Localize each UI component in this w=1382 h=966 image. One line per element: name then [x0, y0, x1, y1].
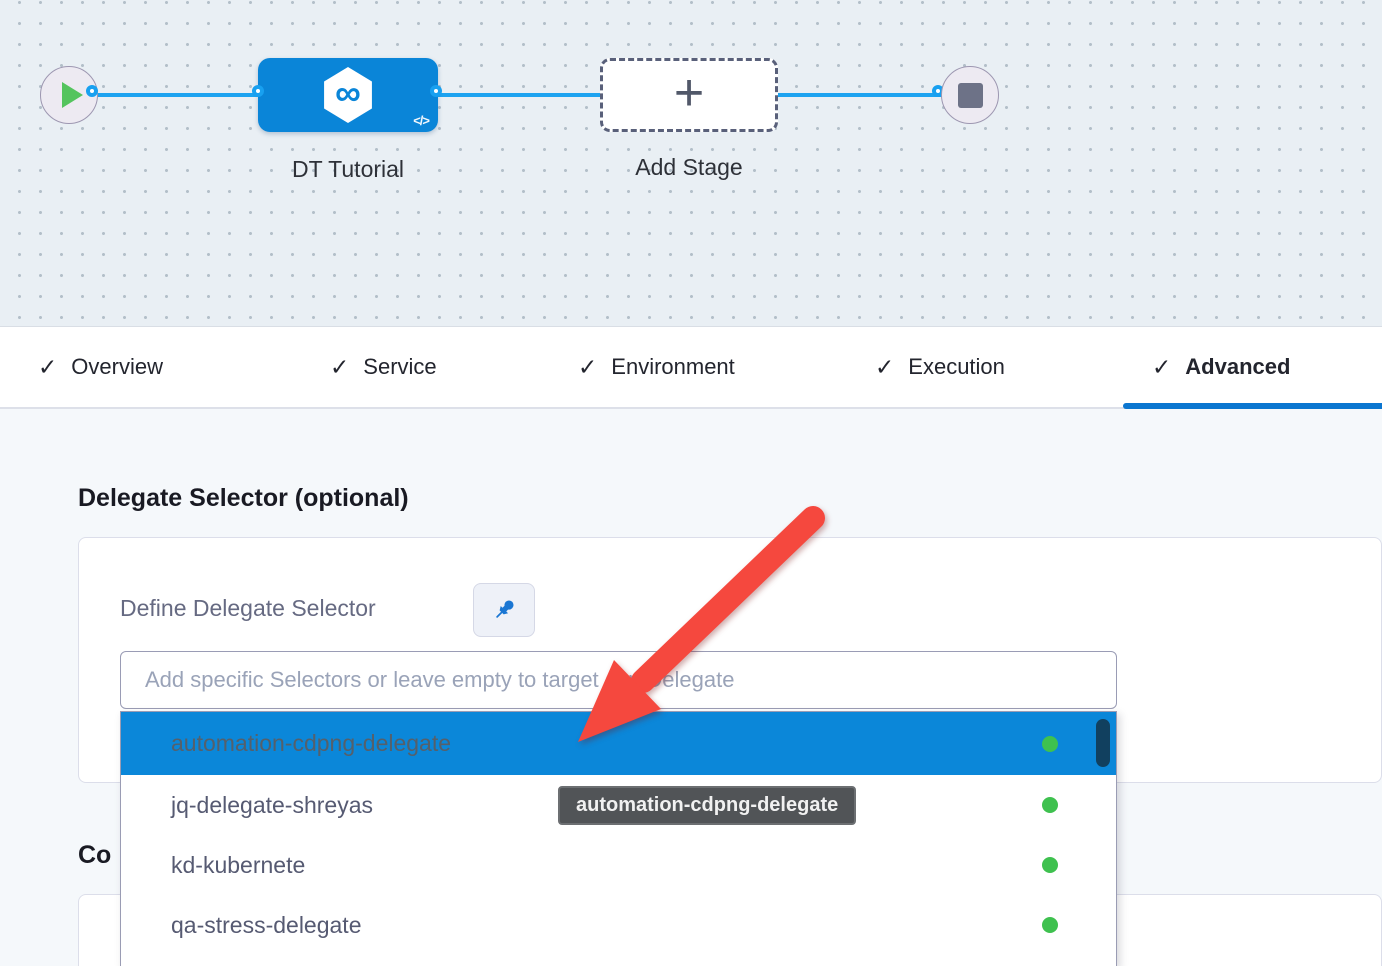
stage-left-port[interactable]	[252, 85, 264, 97]
delegate-name: jq-delegate-shreyas	[171, 791, 374, 818]
delegate-selector-heading: Delegate Selector (optional)	[78, 484, 409, 512]
dropdown-item-automation-cdpng-delegate[interactable]: automation-cdpng-delegate	[121, 712, 1116, 775]
stage-right-port[interactable]	[430, 85, 442, 97]
check-icon: ✓	[875, 353, 895, 380]
stage-config-tabbar: ✓ Overview ✓ Service ✓ Environment ✓ Exe…	[0, 327, 1382, 409]
status-dot-icon	[1042, 797, 1058, 813]
tab-label: Environment	[611, 354, 735, 379]
infinity-icon: ∞	[335, 72, 361, 113]
dropdown-item-jq-delegate-shreyas[interactable]: jq-delegate-shreyas	[121, 775, 1116, 835]
dropdown-item-kd-kubernete[interactable]: kd-kubernete	[121, 835, 1116, 895]
status-dot-icon	[1042, 735, 1058, 752]
tab-label: Overview	[71, 354, 163, 379]
tab-service[interactable]: ✓ Service	[330, 327, 437, 407]
tab-label: Service	[363, 354, 437, 379]
dropdown-scrollbar-thumb[interactable]	[1096, 719, 1110, 767]
stage-node-label: DT Tutorial	[291, 156, 405, 182]
check-icon: ✓	[1152, 353, 1172, 380]
dropdown-item-qa-stress-delegate[interactable]: qa-stress-delegate	[121, 895, 1116, 955]
stage-node-dt-tutorial[interactable]: ∞ </>	[258, 58, 438, 132]
tab-overview[interactable]: ✓ Overview	[38, 327, 163, 407]
harness-hexagon-icon: ∞	[324, 67, 372, 123]
tab-label: Advanced	[1185, 354, 1291, 379]
delegate-name: automation-cdpng-delegate	[171, 730, 452, 756]
tab-label: Execution	[908, 354, 1005, 379]
tab-execution[interactable]: ✓ Execution	[875, 327, 1005, 407]
pin-icon	[496, 600, 514, 618]
delegate-selector-input[interactable]	[120, 651, 1117, 709]
check-icon: ✓	[38, 353, 58, 380]
stop-icon	[957, 82, 983, 108]
code-icon: </>	[413, 113, 430, 128]
delegate-name: qa-stress-delegate	[171, 911, 362, 938]
define-delegate-selector-label: Define Delegate Selector	[120, 595, 376, 621]
status-dot-icon	[1042, 917, 1058, 933]
active-tab-underline	[1123, 403, 1382, 409]
pipeline-connector-line	[96, 93, 942, 97]
check-icon: ✓	[330, 353, 350, 380]
status-dot-icon	[1042, 857, 1058, 873]
start-node-port[interactable]	[86, 85, 98, 97]
delegate-name: kd-kubernete	[171, 851, 306, 878]
tab-environment[interactable]: ✓ Environment	[578, 327, 735, 407]
pipeline-canvas[interactable]: ∞ </> + DT Tutorial Add Stage	[0, 0, 1382, 327]
pin-input-type-button[interactable]	[473, 583, 535, 637]
delegate-tooltip: automation-cdpng-delegate	[558, 786, 857, 825]
next-section-heading-clipped: Co	[78, 841, 112, 869]
play-icon	[61, 82, 83, 108]
tab-advanced[interactable]: ✓ Advanced	[1152, 327, 1290, 407]
add-stage-button[interactable]: +	[600, 58, 778, 132]
delegate-dropdown-menu: automation-cdpng-delegate jq-delegate-sh…	[120, 711, 1117, 966]
add-stage-label: Add Stage	[635, 154, 743, 180]
pipeline-end-node[interactable]	[941, 66, 999, 124]
check-icon: ✓	[578, 353, 598, 380]
